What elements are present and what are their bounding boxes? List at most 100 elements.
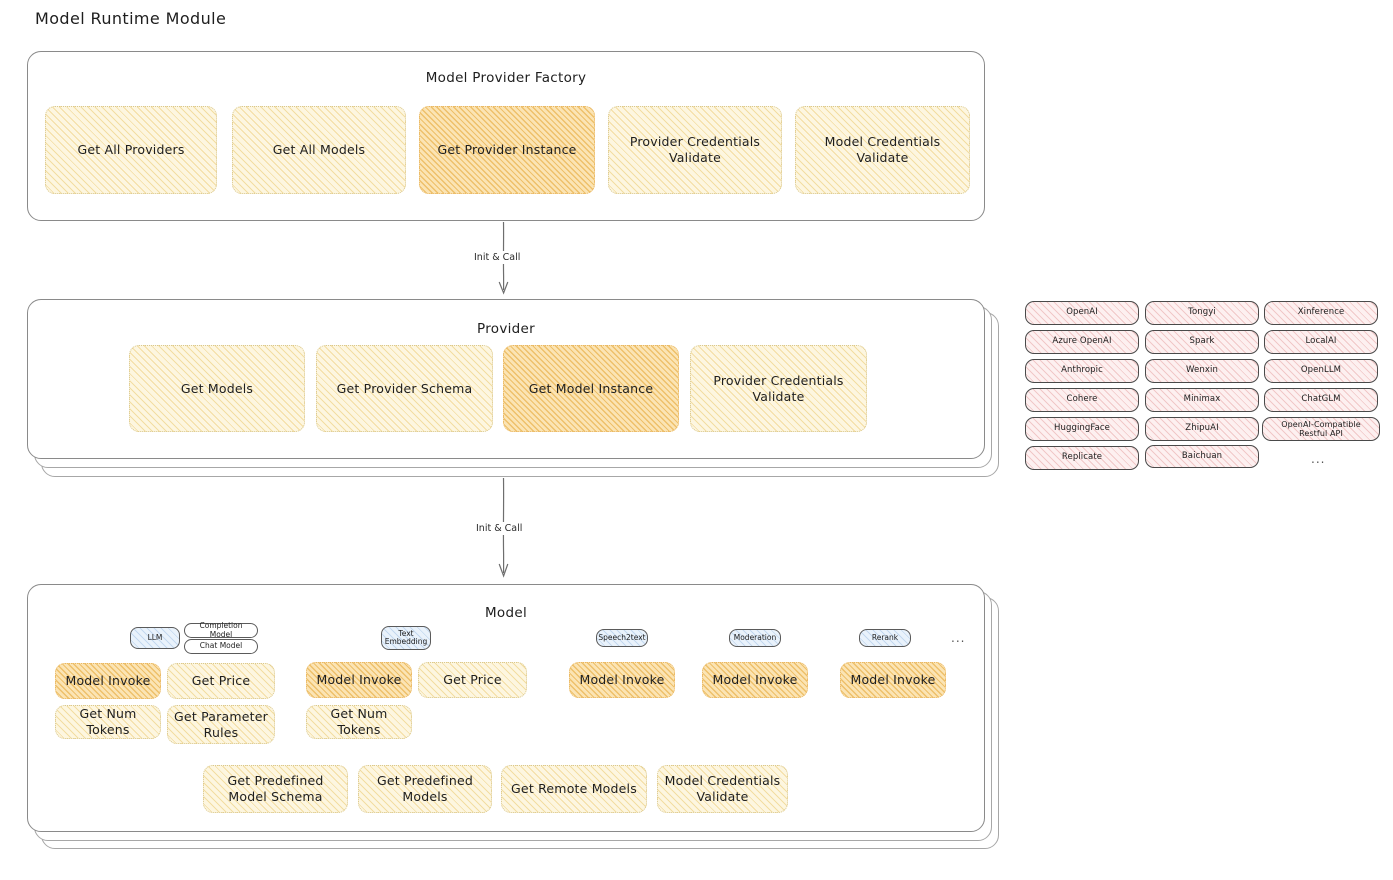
- model-type-label: Moderation: [733, 632, 777, 642]
- node-label: Model Invoke: [579, 672, 665, 688]
- provider-chip-label: ZhipuAI: [1185, 423, 1219, 434]
- node-label: Get All Providers: [77, 142, 185, 158]
- node-label: Model Invoke: [65, 673, 151, 689]
- node-get-provider-instance[interactable]: Get Provider Instance: [419, 106, 595, 194]
- node-label: Provider Credentials Validate: [713, 372, 844, 404]
- arrow-label-init-and-call-1: Init & Call: [470, 251, 525, 264]
- node-llm-get-parameter-rules[interactable]: Get Parameter Rules: [167, 705, 275, 744]
- node-llm-get-num-tokens[interactable]: Get Num Tokens: [55, 705, 161, 739]
- provider-chip-wenxin[interactable]: Wenxin: [1145, 359, 1259, 383]
- node-get-models[interactable]: Get Models: [129, 345, 305, 432]
- arrow-provider-to-model: [498, 477, 509, 578]
- provider-chip-label: Xinference: [1297, 307, 1345, 318]
- model-type-label: Text Embedding: [384, 628, 428, 646]
- provider-chip-label: Anthropic: [1061, 365, 1103, 376]
- node-label: Provider Credentials Validate: [629, 134, 761, 165]
- node-label: Get Models: [180, 380, 254, 396]
- provider-chip-spark[interactable]: Spark: [1145, 330, 1259, 354]
- node-speech2text-model-invoke[interactable]: Model Invoke: [569, 662, 675, 698]
- provider-chip-tongyi[interactable]: Tongyi: [1145, 301, 1259, 325]
- provider-chip-label: HuggingFace: [1053, 423, 1111, 434]
- node-label: Get Price: [191, 673, 251, 689]
- provider-chip-localai[interactable]: LocalAI: [1264, 330, 1378, 354]
- node-llm-model-invoke[interactable]: Model Invoke: [55, 663, 161, 699]
- provider-chip-openai[interactable]: OpenAI: [1025, 301, 1139, 325]
- node-label: Model Credentials Validate: [824, 134, 941, 165]
- node-label: Get All Models: [272, 142, 366, 158]
- provider-chip-label: LocalAI: [1305, 336, 1337, 347]
- model-subtype-badge-completion-model[interactable]: Completion Model: [184, 621, 258, 639]
- provider-chip-openllm[interactable]: OpenLLM: [1264, 359, 1378, 383]
- node-rerank-model-invoke[interactable]: Model Invoke: [840, 662, 946, 698]
- provider-chip-label: Wenxin: [1186, 365, 1218, 376]
- provider-chip-minimax[interactable]: Minimax: [1145, 388, 1259, 412]
- provider-chip-azure-openai[interactable]: Azure OpenAI: [1025, 330, 1139, 354]
- model-type-badge-moderation[interactable]: Moderation: [729, 629, 781, 647]
- model-provider-factory-title: Model Provider Factory: [425, 70, 587, 86]
- node-label: Get Price: [443, 672, 502, 688]
- node-get-predefined-models[interactable]: Get Predefined Models: [358, 765, 492, 813]
- model-type-badge-llm[interactable]: LLM: [130, 627, 180, 649]
- provider-chip-label: OpenAI-Compatible Restful API: [1281, 419, 1361, 438]
- node-provider-credentials-validate-2[interactable]: Provider Credentials Validate: [690, 345, 867, 432]
- node-label: Get Provider Instance: [437, 142, 577, 158]
- provider-chip-label: Tongyi: [1188, 307, 1216, 318]
- node-get-all-providers[interactable]: Get All Providers: [45, 106, 217, 194]
- node-get-predefined-model-schema[interactable]: Get Predefined Model Schema: [203, 765, 348, 813]
- node-label: Model Credentials Validate: [664, 773, 781, 804]
- provider-title: Provider: [477, 321, 535, 337]
- node-label: Get Predefined Models: [377, 773, 473, 804]
- node-text-embedding-get-num-tokens[interactable]: Get Num Tokens: [306, 705, 412, 739]
- node-get-provider-schema[interactable]: Get Provider Schema: [316, 345, 493, 432]
- provider-chip-huggingface[interactable]: HuggingFace: [1025, 417, 1139, 441]
- model-type-badge-speech2text[interactable]: Speech2text: [596, 629, 648, 647]
- node-label: Model Invoke: [316, 672, 402, 688]
- page-title: Model Runtime Module: [35, 9, 227, 28]
- model-type-label: Rerank: [871, 632, 899, 642]
- arrow-label-init-and-call-2: Init & Call: [472, 522, 527, 535]
- provider-chip-label: Cohere: [1066, 394, 1098, 405]
- node-get-all-models[interactable]: Get All Models: [232, 106, 406, 194]
- node-label: Get Provider Schema: [336, 380, 473, 396]
- node-model-credentials-validate-3[interactable]: Model Credentials Validate: [657, 765, 788, 813]
- provider-chip-chatglm[interactable]: ChatGLM: [1264, 388, 1378, 412]
- model-subtype-label: Chat Model: [199, 641, 243, 651]
- model-type-badge-text-embedding[interactable]: Text Embedding: [381, 626, 431, 650]
- provider-chip-zhipuai[interactable]: ZhipuAI: [1145, 417, 1259, 441]
- node-moderation-model-invoke[interactable]: Model Invoke: [702, 662, 808, 698]
- node-label: Get Num Tokens: [79, 706, 137, 737]
- provider-chip-xinference[interactable]: Xinference: [1264, 301, 1378, 325]
- node-label: Get Num Tokens: [330, 706, 388, 737]
- model-types-more: ...: [951, 631, 966, 645]
- provider-chip-label: Replicate: [1061, 452, 1103, 463]
- node-label: Get Predefined Model Schema: [227, 773, 324, 804]
- provider-chip-openai-compatible-restful-api[interactable]: OpenAI-Compatible Restful API: [1262, 417, 1380, 441]
- node-text-embedding-model-invoke[interactable]: Model Invoke: [306, 662, 412, 698]
- model-type-label: Speech2text: [598, 632, 646, 642]
- node-get-model-instance[interactable]: Get Model Instance: [503, 345, 679, 432]
- node-label: Get Model Instance: [528, 380, 654, 396]
- node-get-remote-models[interactable]: Get Remote Models: [501, 765, 647, 813]
- provider-chip-label: Azure OpenAI: [1052, 336, 1112, 347]
- model-type-label: LLM: [147, 632, 163, 642]
- model-title: Model: [484, 605, 528, 621]
- model-subtype-label: Completion Model: [199, 621, 243, 639]
- provider-chip-replicate[interactable]: Replicate: [1025, 446, 1139, 470]
- provider-chip-label: OpenAI: [1066, 307, 1098, 318]
- node-label: Model Invoke: [712, 672, 798, 688]
- provider-chip-anthropic[interactable]: Anthropic: [1025, 359, 1139, 383]
- node-label: Model Invoke: [850, 672, 936, 688]
- provider-chip-cohere[interactable]: Cohere: [1025, 388, 1139, 412]
- model-type-badge-rerank[interactable]: Rerank: [859, 629, 911, 647]
- provider-chip-label: OpenLLM: [1300, 365, 1342, 376]
- provider-chip-baichuan[interactable]: Baichuan: [1145, 445, 1259, 468]
- node-model-credentials-validate[interactable]: Model Credentials Validate: [795, 106, 970, 194]
- node-llm-get-price[interactable]: Get Price: [167, 663, 275, 699]
- node-provider-credentials-validate[interactable]: Provider Credentials Validate: [608, 106, 782, 194]
- node-label: Get Remote Models: [511, 781, 637, 797]
- provider-chip-label: ChatGLM: [1301, 394, 1341, 405]
- provider-chip-label: Baichuan: [1181, 450, 1223, 461]
- model-subtype-badge-chat-model[interactable]: Chat Model: [184, 639, 258, 654]
- node-text-embedding-get-price[interactable]: Get Price: [418, 662, 527, 698]
